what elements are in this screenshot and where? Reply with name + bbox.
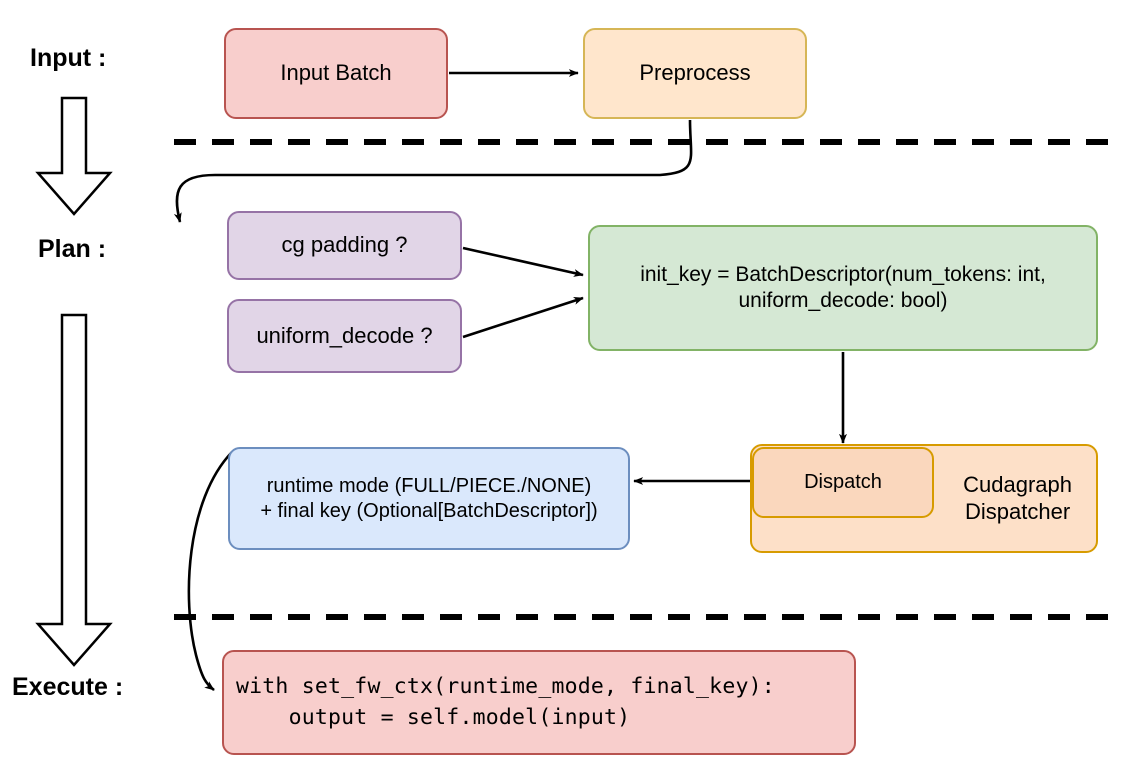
input-to-plan-arrow (35, 96, 113, 216)
node-init-key[interactable]: init_key = BatchDescriptor(num_tokens: i… (588, 225, 1098, 351)
node-cg-padding[interactable]: cg padding ? (227, 211, 462, 280)
node-input-batch[interactable]: Input Batch (224, 28, 448, 119)
edge-cg-padding-to-init-key (462, 246, 584, 277)
edge-uniform-decode-to-init-key (462, 296, 584, 339)
node-uniform-decode[interactable]: uniform_decode ? (227, 299, 462, 373)
edge-preprocess-to-cg-padding (173, 119, 693, 223)
stage-label-plan: Plan : (38, 235, 107, 263)
stage-label-execute: Execute : (12, 673, 124, 701)
node-dispatch[interactable]: Dispatch (752, 447, 934, 518)
node-preprocess[interactable]: Preprocess (583, 28, 807, 119)
node-runtime-mode[interactable]: runtime mode (FULL/PIECE./NONE) + final … (228, 447, 630, 550)
node-execute-code[interactable]: with set_fw_ctx(runtime_mode, final_key)… (222, 650, 856, 755)
stage-label-input: Input : (30, 44, 107, 72)
plan-to-execute-arrow (35, 313, 113, 667)
